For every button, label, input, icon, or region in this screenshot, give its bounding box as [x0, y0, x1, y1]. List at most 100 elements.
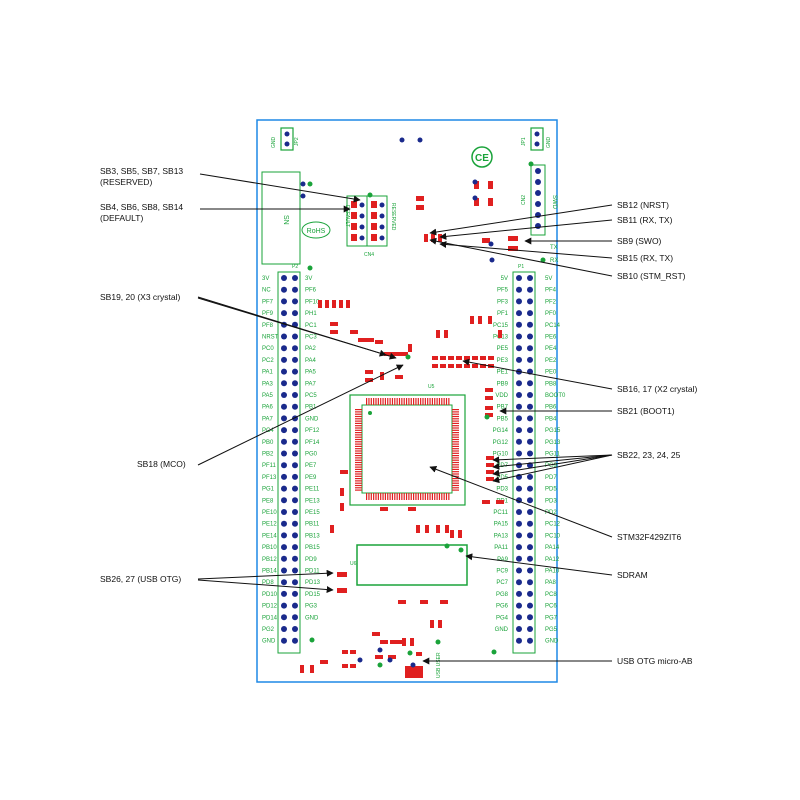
mcu-pin [452, 422, 459, 424]
header-pin [281, 473, 287, 480]
mcu-pin [452, 441, 459, 443]
pin-label: PG5 [545, 627, 558, 633]
header-pin [527, 626, 533, 632]
mcu-pin [431, 398, 433, 405]
mcu-pin [355, 471, 362, 473]
header-pin [292, 392, 298, 398]
header-pin [527, 555, 533, 562]
mcu-pin [403, 493, 405, 500]
pin-label: PB2 [262, 452, 274, 458]
via [444, 543, 450, 549]
mcu-pin [355, 452, 362, 454]
mcu-pin [429, 398, 431, 405]
mcu-pin [452, 429, 459, 431]
pin-label: PG8 [496, 592, 509, 598]
header-pin [516, 590, 522, 597]
mcu-pin [452, 450, 459, 452]
callout-sdram: SDRAM [617, 570, 648, 580]
header-pin [292, 497, 298, 504]
mcu-pin [368, 398, 370, 405]
header-pin [527, 392, 533, 398]
callout-arrows [197, 173, 613, 665]
smd-pad [485, 406, 493, 410]
smd-pad [318, 300, 322, 308]
pin-label: PD15 [305, 592, 321, 598]
header-pin [281, 438, 287, 445]
mcu-pin [452, 418, 459, 420]
smd-pad [445, 525, 449, 533]
pin-label: PA6 [262, 405, 274, 411]
pin-label: PF3 [497, 299, 509, 305]
smd-pad [330, 330, 338, 334]
mcu-pin [452, 425, 459, 427]
pin-label: NRST [262, 335, 279, 341]
header-pin [292, 555, 298, 562]
mcu-pin [408, 398, 410, 405]
mcu-pin [427, 493, 429, 500]
header-pin [516, 427, 522, 434]
header-pin [281, 579, 287, 586]
smd-pad [456, 356, 462, 360]
pin-label: PD11 [305, 569, 320, 575]
smd-pad [339, 300, 343, 308]
mcu-pin [452, 487, 459, 489]
header-pin [516, 579, 522, 586]
pin-label: PA7 [262, 416, 274, 422]
via [528, 161, 534, 167]
via [405, 354, 411, 360]
header-pin [292, 333, 298, 340]
header-pin [516, 333, 522, 340]
pin-label: PF10 [305, 299, 320, 305]
jp2-jumper: GND JP2 [271, 127, 300, 151]
mcu-pin [438, 493, 441, 500]
callout-sb19-20: SB19, 20 (X3 crystal) [100, 292, 181, 302]
pin-label: PE3 [497, 358, 509, 364]
pin-label: PG2 [262, 627, 275, 633]
smd-pad [346, 300, 350, 308]
mcu-pin [452, 438, 459, 441]
smd-pad [480, 356, 486, 360]
mcu-pin [415, 398, 417, 405]
header-pin [516, 544, 522, 551]
sn-box [261, 171, 301, 265]
header-pin [527, 497, 533, 504]
mcu-pin [417, 398, 419, 405]
mcu-pin [377, 493, 379, 500]
smd-pad [372, 632, 380, 636]
smd-pad [395, 375, 403, 379]
mcu-pin [375, 398, 377, 405]
mcu-pin [355, 441, 362, 443]
pin-label: PC12 [545, 522, 561, 528]
callout-sb21: SB21 (BOOT1) [617, 406, 675, 416]
pin-label: PF8 [262, 323, 274, 329]
pin-label: PB1 [305, 405, 317, 411]
smd-pad [400, 352, 408, 356]
smd-pad [448, 356, 454, 360]
smd-pad [390, 640, 398, 644]
header-pin [516, 380, 522, 387]
pin-label: PB11 [305, 522, 320, 528]
pin-label: GND [305, 615, 319, 621]
header-pin [516, 356, 522, 363]
pin-label: PE14 [262, 533, 277, 539]
smd-pad [342, 664, 348, 668]
smd-pad [416, 205, 424, 210]
mcu-pin [355, 434, 362, 436]
mcu-pin [452, 457, 459, 459]
pin-label: PB5 [497, 416, 509, 422]
header-pin [527, 403, 533, 410]
mcu-pin [415, 493, 417, 500]
via [484, 414, 490, 420]
mcu-pin [355, 480, 362, 482]
rx-label: RX [550, 258, 558, 264]
header-pin [527, 567, 533, 574]
via [307, 265, 313, 271]
pin-label: PG3 [305, 604, 318, 610]
via [377, 662, 383, 668]
pin-label: PF7 [262, 299, 274, 305]
smd-pad [438, 234, 442, 242]
header-pin [292, 403, 298, 410]
mcu-pin [413, 398, 415, 405]
pin-label: PG0 [305, 452, 318, 458]
header-pin [516, 298, 522, 305]
